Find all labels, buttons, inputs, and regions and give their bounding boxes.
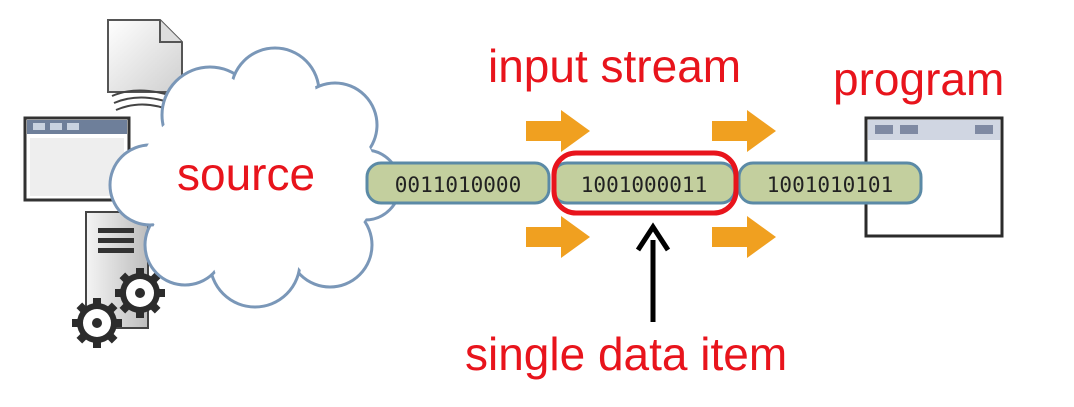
segment-bits: 1001000011 [581, 173, 707, 197]
segment-bits: 0011010000 [395, 173, 521, 197]
arrow-up-icon [635, 222, 671, 322]
input-stream-label: input stream [488, 40, 741, 92]
arrow-right-icon [526, 110, 590, 152]
arrow-right-icon [712, 110, 776, 152]
stream-segment-highlighted: 1001000011 [551, 161, 737, 205]
program-label: program [833, 53, 1004, 105]
stream-segment: 0011010000 [365, 161, 551, 205]
source-label: source [177, 148, 315, 200]
gear-icon [72, 298, 122, 348]
arrow-right-icon [526, 216, 590, 258]
stream-segment: 1001010101 [737, 161, 923, 205]
window-icon [23, 116, 131, 202]
highlight-box [551, 150, 739, 216]
gear-icon [115, 268, 165, 318]
document-icon [107, 19, 183, 113]
single-data-item-label: single data item [465, 328, 787, 380]
segment-bits: 1001010101 [767, 173, 893, 197]
arrow-right-icon [712, 216, 776, 258]
